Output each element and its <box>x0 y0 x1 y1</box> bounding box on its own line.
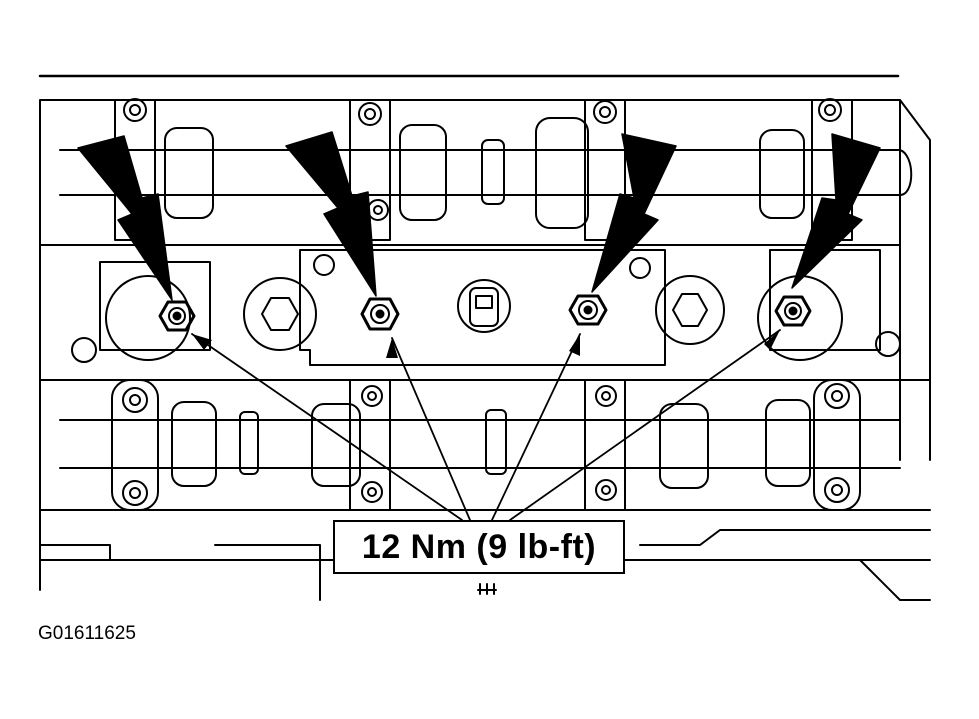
upper-camshaft <box>59 117 913 229</box>
location-arrow-4 <box>791 133 881 289</box>
upper-bearing-caps <box>114 99 853 241</box>
indicated-nut-4 <box>774 295 812 327</box>
lower-cap-bolts <box>122 383 850 506</box>
location-arrows <box>77 131 881 301</box>
lower-casting-details <box>39 529 931 601</box>
indicated-fasteners <box>158 294 812 332</box>
location-arrow-3 <box>591 133 677 293</box>
hex-plugs <box>261 293 708 331</box>
indicated-nut-1 <box>158 300 196 332</box>
indicated-nut-3 <box>568 294 608 326</box>
cylinder-head-outline <box>39 99 931 591</box>
leader-arrowheads <box>192 330 780 358</box>
center-sensor <box>469 287 499 327</box>
lower-camshaft <box>59 399 901 489</box>
torque-spec-label: 12 Nm (9 lb-ft) <box>361 527 597 566</box>
figure-id: G01611625 <box>38 623 136 644</box>
lower-bearing-caps <box>111 379 861 511</box>
torque-spec-callout: 12 Nm (9 lb-ft) <box>333 520 625 574</box>
torque-leader-lines <box>191 329 781 521</box>
location-arrow-1 <box>77 135 173 301</box>
upper-cap-bolts <box>123 98 842 221</box>
indicated-nut-2 <box>360 297 400 331</box>
location-arrow-2 <box>285 131 377 297</box>
